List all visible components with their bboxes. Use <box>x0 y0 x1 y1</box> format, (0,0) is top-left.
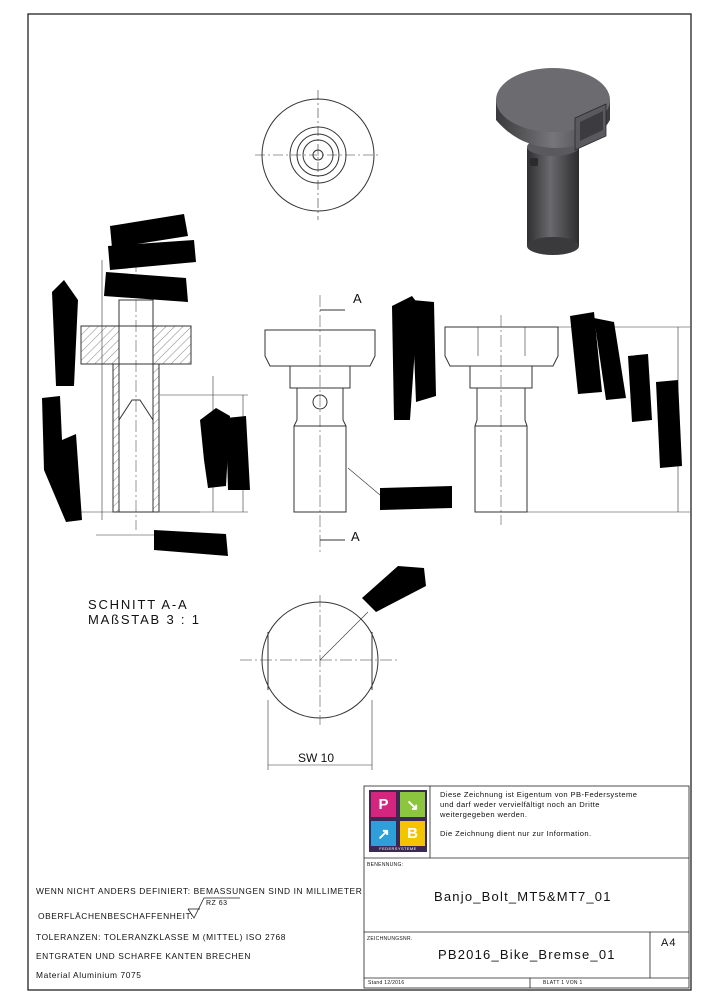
surface-finish-symbol <box>187 897 240 919</box>
sheet-size: A4 <box>661 937 677 949</box>
note-surface-value: RZ 63 <box>206 900 228 907</box>
iso-render <box>496 68 610 255</box>
note-edges: ENTGRATEN UND SCHARFE KANTEN BRECHEN <box>36 951 252 961</box>
section-title-line2: MAßSTAB 3 : 1 <box>88 612 201 627</box>
status-label: Stand 12/2016 <box>368 980 405 986</box>
logo-arrow-icon-2: ↗ <box>371 821 396 846</box>
logo-caption: FEDERSYSTEME <box>379 846 417 851</box>
redaction-marks <box>42 214 682 612</box>
sheet-of-label: BLATT 1 VON 1 <box>543 980 583 986</box>
front-view <box>264 295 381 555</box>
number-label: ZEICHNUNGSNR. <box>367 936 413 942</box>
section-title-line1: SCHNITT A-A <box>88 597 189 612</box>
wrench-size-label: SW 10 <box>298 751 334 765</box>
note-tolerances: TOLERANZEN: TOLERANZKLASSE M (MITTEL) IS… <box>36 932 287 942</box>
bottom-view <box>240 595 400 770</box>
info-note: Die Zeichnung dient nur zur Information. <box>440 829 592 838</box>
ownership-notice: Diese Zeichnung ist Eigentum von PB-Fede… <box>440 790 637 820</box>
logo-letter-p: P <box>371 792 396 817</box>
logo-letter-b: B <box>400 821 425 846</box>
section-marker-bottom: A <box>351 529 360 544</box>
name-label: BENENNUNG: <box>367 862 404 868</box>
part-name: Banjo_Bolt_MT5&MT7_01 <box>434 889 612 904</box>
section-marker-top: A <box>353 291 362 306</box>
sheet-border <box>27 13 692 991</box>
title-block <box>363 785 690 989</box>
note-material: Material Aluminium 7075 <box>36 970 142 980</box>
note-surface: OBERFLÄCHENBESCHAFFENHEIT: <box>38 911 194 921</box>
company-logo: P ↘ ↗ B FEDERSYSTEME <box>369 790 427 852</box>
section-view <box>75 240 248 536</box>
top-view <box>255 90 381 220</box>
ownership-line3: weitergegeben werden. <box>440 810 528 819</box>
note-dimensions: WENN NICHT ANDERS DEFINIERT: BEMASSUNGEN… <box>36 886 363 896</box>
ownership-line1: Diese Zeichnung ist Eigentum von PB-Fede… <box>440 790 638 799</box>
logo-arrow-icon: ↘ <box>400 792 425 817</box>
ownership-line2: und darf weder vervielfältigt noch an Dr… <box>440 800 600 809</box>
drawing-number: PB2016_Bike_Bremse_01 <box>438 947 616 962</box>
section-title: SCHNITT A-A MAßSTAB 3 : 1 <box>88 597 201 627</box>
side-view <box>444 315 690 525</box>
